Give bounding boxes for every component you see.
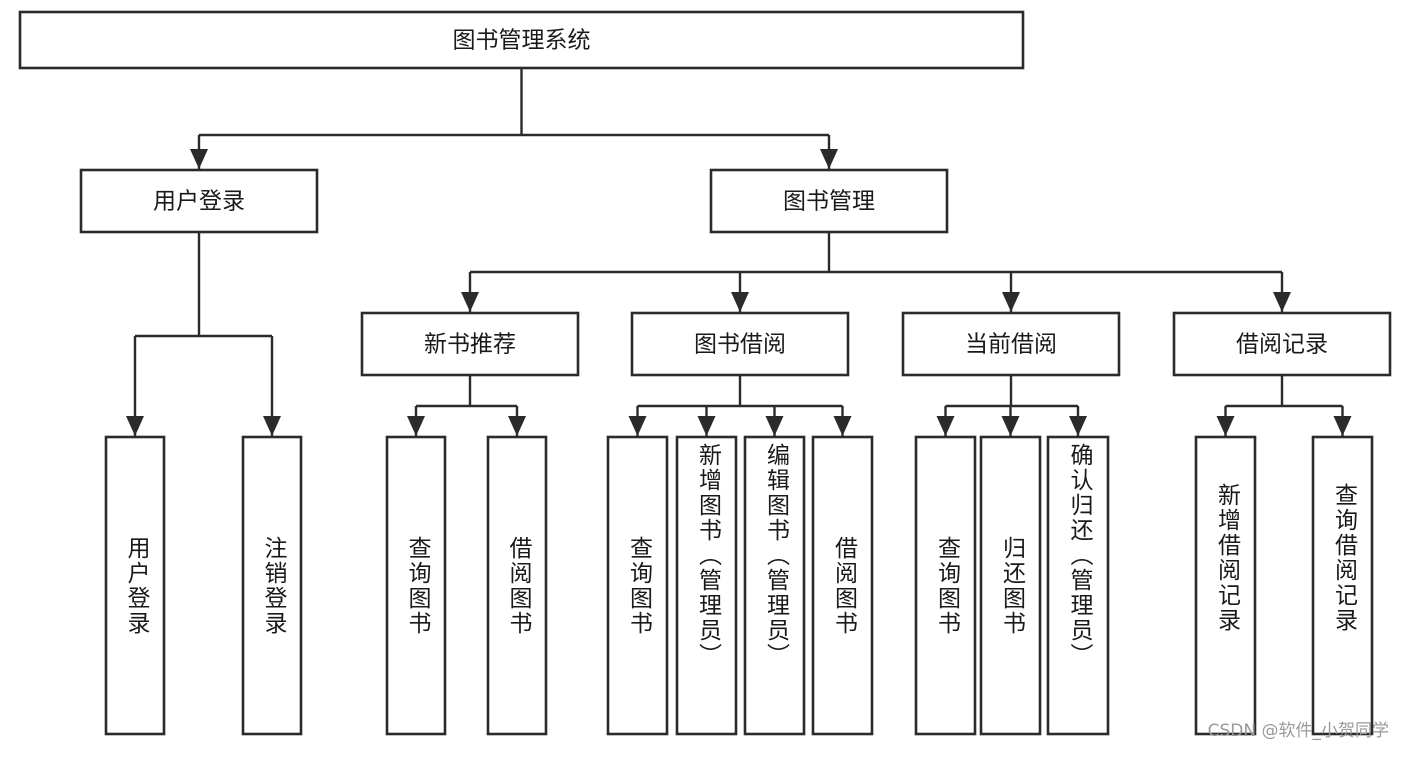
node-current-borrow-label: 当前借阅: [965, 332, 1057, 358]
node-root-rect: [18, 10, 1025, 70]
node-book-borrow-rect: [630, 311, 850, 377]
node-book-manage[interactable]: 图书管理: [709, 168, 949, 234]
node-leaf-return-book-label: 归还图书: [998, 535, 1025, 636]
node-leaf-user-login-label: 用户登录: [122, 535, 149, 636]
node-leaf-add-borrow-record-rect: [1194, 435, 1257, 736]
arrow-head-icon: [697, 416, 716, 436]
node-leaf-query-book-borrow[interactable]: [606, 435, 669, 736]
node-leaf-query-book-borrow-label: 查询图书: [625, 535, 652, 636]
node-leaf-user-logout-rect: [241, 435, 303, 736]
flowchart-canvas: 图书管理系统用户登录图书管理新书推荐图书借阅当前借阅借阅记录 用户登录注销登录查…: [18, 10, 1392, 741]
node-new-book-recommend-rect: [360, 311, 580, 377]
node-user-login-label: 用户登录: [153, 189, 245, 215]
node-leaf-edit-book-admin-label: 编辑图书（管理员）: [762, 443, 789, 668]
node-leaf-query-book-current-label: 查询图书: [933, 535, 960, 636]
node-borrow-record-label: 借阅记录: [1236, 332, 1328, 358]
node-leaf-query-borrow-record[interactable]: [1311, 435, 1374, 736]
node-current-borrow[interactable]: 当前借阅: [901, 311, 1121, 377]
node-book-borrow[interactable]: 图书借阅: [630, 311, 850, 377]
node-leaf-add-book-admin-rect: [675, 435, 738, 736]
node-leaf-add-book-admin[interactable]: [675, 435, 738, 736]
node-leaf-borrow-book-recommend[interactable]: [486, 435, 548, 736]
arrow-head-icon: [765, 416, 784, 436]
node-user-login[interactable]: 用户登录: [79, 168, 319, 234]
node-borrow-record-rect: [1172, 311, 1392, 377]
node-leaf-return-book[interactable]: [979, 435, 1042, 736]
node-leaf-user-logout[interactable]: [241, 435, 303, 736]
arrow-head-icon: [508, 416, 526, 436]
arrow-head-icon: [731, 292, 749, 312]
node-leaf-add-borrow-record-label: 新增借阅记录: [1213, 483, 1240, 633]
node-root-label: 图书管理系统: [453, 28, 591, 54]
arrow-head-icon: [936, 416, 955, 436]
arrow-head-icon: [1069, 416, 1087, 436]
node-leaf-query-borrow-record-label: 查询借阅记录: [1330, 483, 1357, 633]
node-leaf-user-login[interactable]: [104, 435, 166, 736]
node-leaf-edit-book-admin[interactable]: [743, 435, 806, 736]
node-current-borrow-rect: [901, 311, 1121, 377]
node-leaf-confirm-return-admin[interactable]: [1046, 435, 1110, 736]
node-book-manage-label: 图书管理: [783, 189, 875, 215]
node-borrow-record[interactable]: 借阅记录: [1172, 311, 1392, 377]
node-new-book-recommend[interactable]: 新书推荐: [360, 311, 580, 377]
arrow-head-icon: [190, 149, 208, 169]
node-leaf-borrow-book[interactable]: [811, 435, 874, 736]
node-leaf-borrow-book-label: 借阅图书: [830, 535, 857, 636]
node-root[interactable]: 图书管理系统: [18, 10, 1025, 70]
node-new-book-recommend-label: 新书推荐: [424, 332, 516, 358]
node-leaf-borrow-book-recommend-label: 借阅图书: [504, 535, 531, 636]
node-leaf-confirm-return-admin-rect: [1046, 435, 1110, 736]
node-leaf-query-book-borrow-rect: [606, 435, 669, 736]
node-leaf-user-logout-label: 注销登录: [259, 535, 286, 636]
arrow-head-icon: [407, 416, 425, 436]
node-leaf-borrow-book-rect: [811, 435, 874, 736]
node-leaf-confirm-return-admin-label: 确认归还（管理员）: [1065, 443, 1092, 668]
node-leaf-query-book-recommend[interactable]: [385, 435, 447, 736]
node-leaf-return-book-rect: [979, 435, 1042, 736]
node-leaf-user-login-rect: [104, 435, 166, 736]
connector-layer: [126, 68, 1352, 436]
arrow-head-icon: [833, 416, 852, 436]
arrow-head-icon: [628, 416, 647, 436]
arrow-head-icon: [820, 149, 838, 169]
node-book-manage-rect: [709, 168, 949, 234]
node-leaf-query-book-recommend-rect: [385, 435, 447, 736]
node-leaf-query-borrow-record-rect: [1311, 435, 1374, 736]
node-leaf-add-borrow-record[interactable]: [1194, 435, 1257, 736]
arrow-head-icon: [1216, 416, 1235, 436]
arrow-head-icon: [263, 416, 281, 436]
node-user-login-rect: [79, 168, 319, 234]
node-leaf-query-book-recommend-label: 查询图书: [403, 535, 430, 636]
arrow-head-icon: [1001, 416, 1020, 436]
node-book-borrow-label: 图书借阅: [694, 332, 786, 358]
node-leaf-query-book-current[interactable]: [914, 435, 977, 736]
arrow-head-icon: [1333, 416, 1352, 436]
arrow-head-icon: [126, 416, 144, 436]
node-leaf-query-book-current-rect: [914, 435, 977, 736]
node-leaf-borrow-book-recommend-rect: [486, 435, 548, 736]
watermark-text: CSDN @软件_小贺同学: [1207, 721, 1389, 741]
node-leaf-edit-book-admin-rect: [743, 435, 806, 736]
arrow-head-icon: [1273, 292, 1291, 312]
arrow-head-icon: [1002, 292, 1020, 312]
arrow-head-icon: [461, 292, 479, 312]
node-leaf-add-book-admin-label: 新增图书（管理员）: [694, 443, 721, 668]
